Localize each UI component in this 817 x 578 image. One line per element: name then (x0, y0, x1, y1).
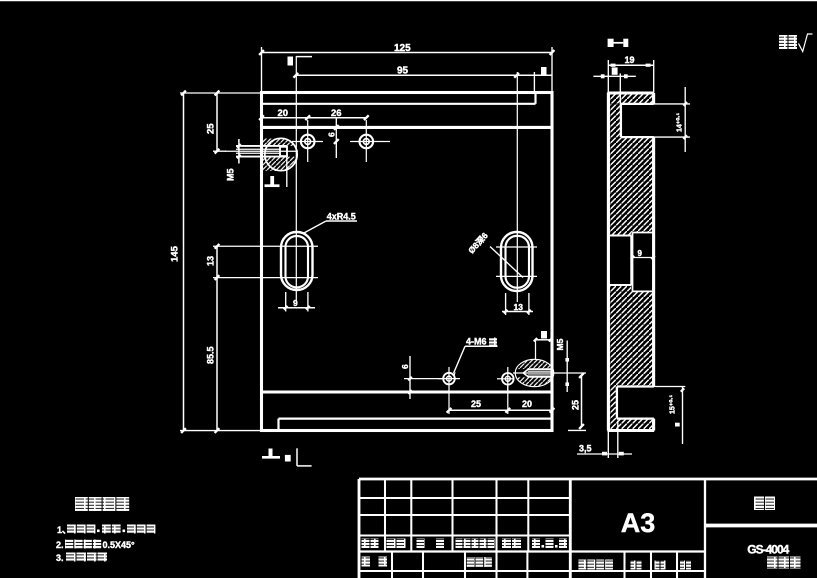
svg-text:95: 95 (397, 66, 409, 77)
svg-text:0.5X45°: 0.5X45° (103, 540, 136, 550)
svg-text:20: 20 (522, 399, 532, 409)
svg-text:85.5: 85.5 (206, 346, 216, 364)
svg-text:4xR4.5: 4xR4.5 (327, 212, 356, 222)
svg-text:15⁺⁰·¹: 15⁺⁰·¹ (669, 394, 677, 414)
svg-text:125: 125 (394, 43, 411, 54)
svg-text:6: 6 (400, 364, 410, 369)
svg-text:25: 25 (206, 123, 217, 134)
svg-text:25: 25 (571, 400, 581, 410)
svg-text:1、: 1、 (57, 525, 71, 535)
svg-text:M5: M5 (226, 168, 236, 181)
svg-text:9: 9 (293, 298, 298, 308)
svg-text:4-M6: 4-M6 (466, 337, 487, 347)
svg-text:2.: 2. (56, 540, 64, 550)
svg-text:19: 19 (625, 55, 635, 65)
svg-text:20: 20 (278, 108, 289, 119)
svg-text:M5: M5 (555, 338, 565, 350)
svg-text:3.: 3. (56, 553, 64, 563)
svg-text:GS-4004: GS-4004 (747, 543, 789, 557)
svg-text:13: 13 (514, 302, 524, 312)
svg-text:13: 13 (206, 256, 216, 266)
svg-text:25: 25 (471, 399, 481, 409)
svg-text:26: 26 (331, 108, 342, 119)
svg-text:A3: A3 (621, 508, 656, 538)
svg-text:14⁺⁰·¹: 14⁺⁰·¹ (676, 112, 684, 132)
svg-text:9: 9 (638, 249, 643, 258)
svg-text:3,5: 3,5 (579, 444, 592, 454)
svg-text:6: 6 (327, 132, 337, 137)
svg-text:145: 145 (170, 245, 181, 262)
